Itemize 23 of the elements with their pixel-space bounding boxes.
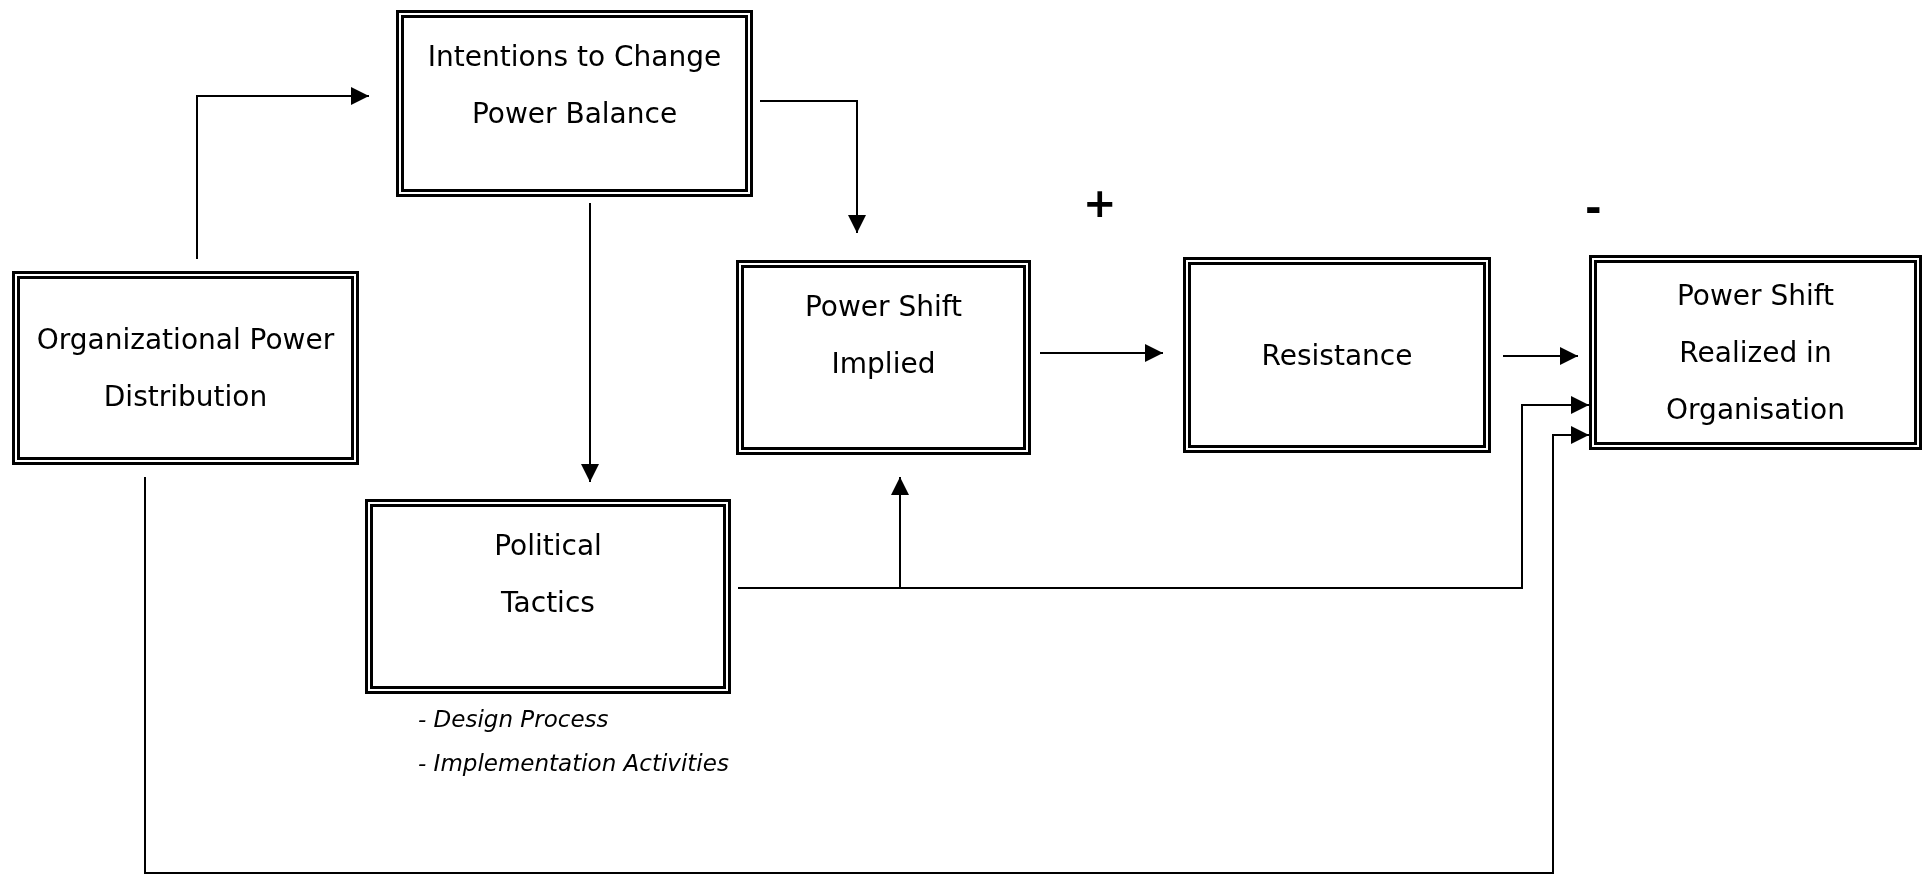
arrow bbox=[759, 100, 866, 234]
arrow bbox=[196, 87, 370, 260]
process-box bbox=[1183, 257, 1491, 453]
arrow bbox=[144, 426, 1590, 874]
box-label: Intentions to Change Power Balance bbox=[426, 39, 723, 132]
box-label: Resistance bbox=[1261, 337, 1413, 374]
box-label: Power Shift Implied bbox=[803, 289, 964, 382]
box-label: Political Tactics bbox=[493, 528, 603, 621]
box-label: Power Shift Realized in Organisation bbox=[1665, 278, 1846, 428]
process-box bbox=[365, 499, 731, 694]
sign-label: + bbox=[1083, 180, 1117, 226]
note-text: - Implementation Activities bbox=[418, 750, 729, 776]
arrow bbox=[737, 396, 1590, 589]
process-box bbox=[736, 260, 1031, 455]
arrow bbox=[581, 202, 599, 483]
arrow bbox=[1039, 344, 1164, 362]
arrow bbox=[1502, 347, 1579, 365]
process-box bbox=[396, 10, 753, 197]
process-box bbox=[1589, 255, 1922, 450]
sign-label: - bbox=[1585, 185, 1602, 231]
note-text: - Design Process bbox=[418, 706, 609, 732]
box-label: Organizational Power Distribution bbox=[35, 322, 336, 415]
process-box bbox=[12, 271, 359, 465]
